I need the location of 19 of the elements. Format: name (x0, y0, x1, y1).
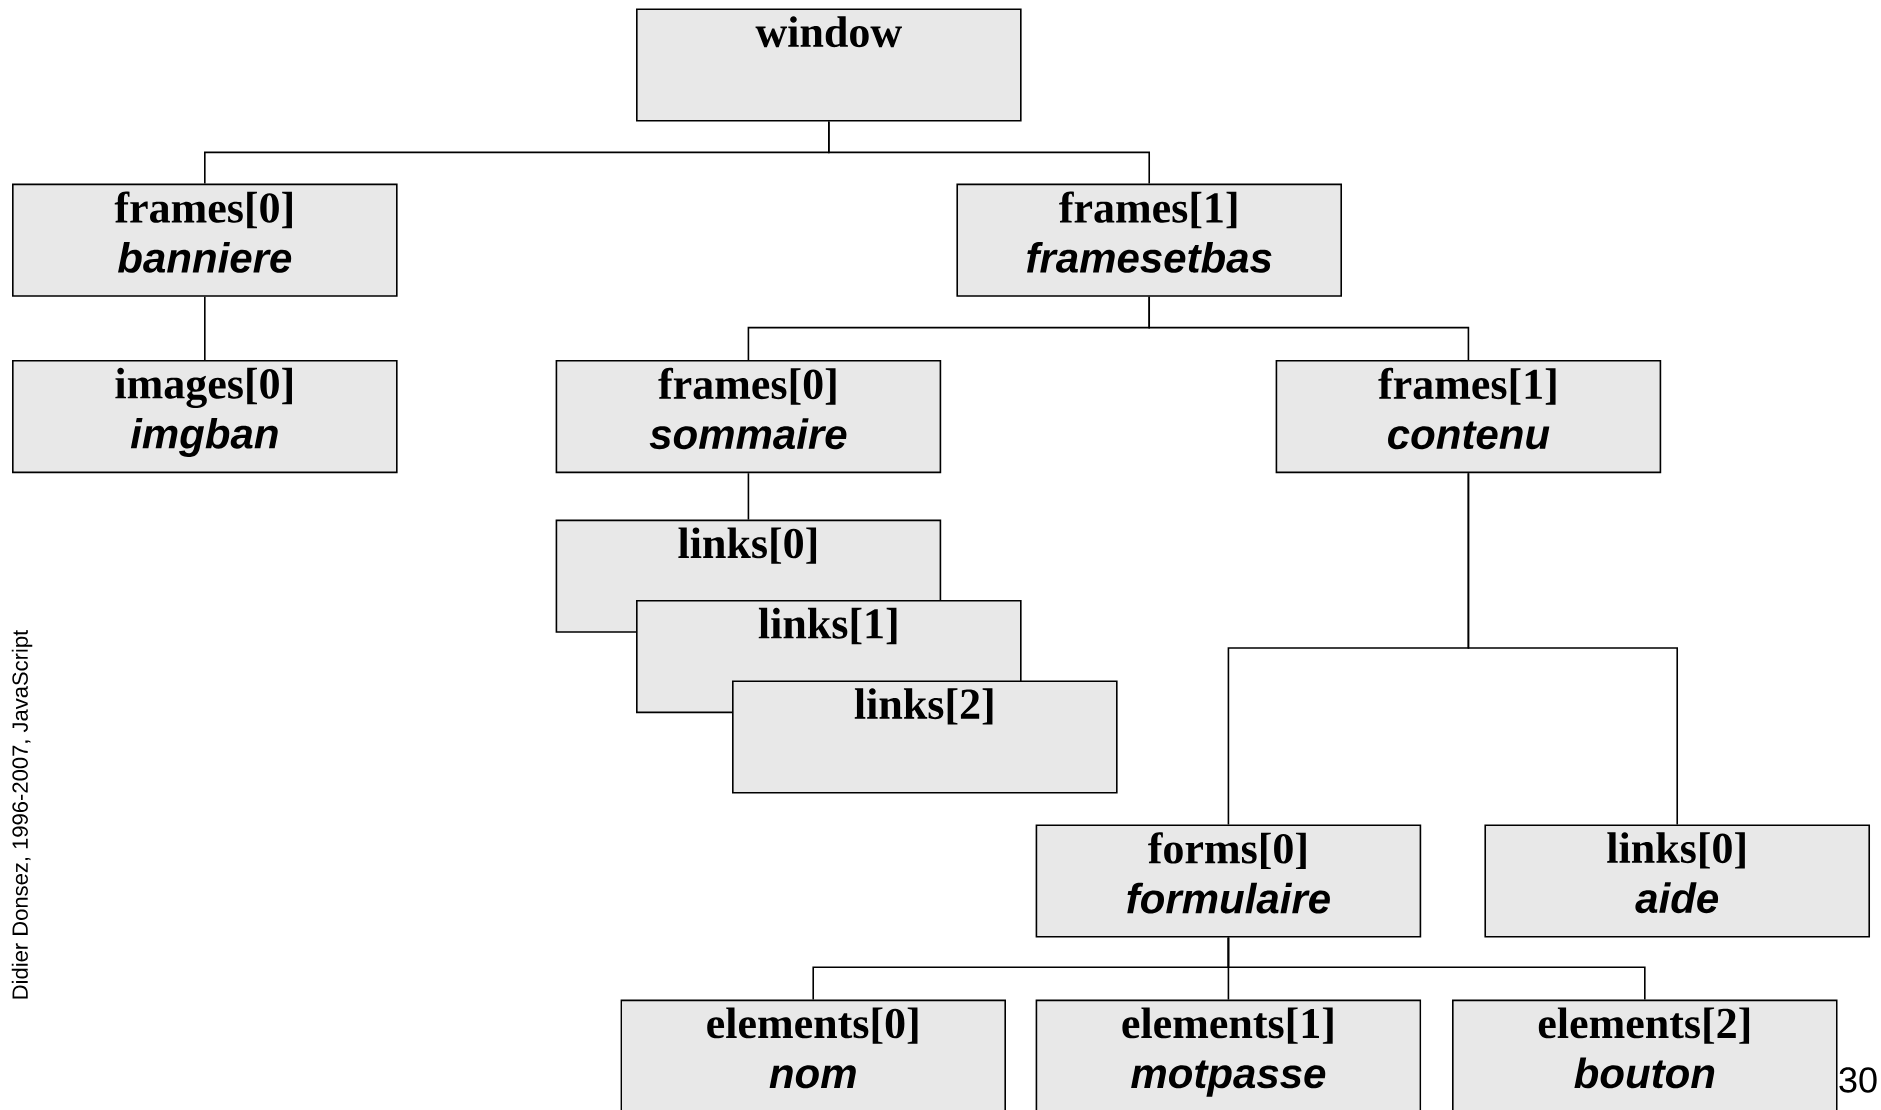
box: forms[0] formulaire (1035, 824, 1422, 938)
box: elements[2] bouton (1452, 999, 1838, 1110)
box: images[0] imgban (12, 360, 398, 474)
connector-line (1148, 296, 1470, 361)
box: frames[0] sommaire (555, 360, 942, 474)
box: elements[0] nom (620, 999, 1006, 1110)
connector-line (204, 296, 206, 361)
box: frames[0] banniere (12, 183, 398, 297)
box: frames[1] framesetbas (956, 183, 1342, 297)
connector-line (747, 472, 750, 521)
connector-line (1467, 472, 1678, 826)
box: window (636, 8, 1022, 122)
box: links[0] aide (1484, 824, 1870, 938)
box: elements[1] motpasse (1035, 999, 1422, 1110)
box: frames[1] contenu (1275, 360, 1662, 474)
box: links[2] (732, 680, 1118, 794)
credit-note: Didier Donsez, 1996-2007, JavaScript (11, 629, 33, 999)
connector-line (828, 120, 1150, 185)
connector-line (1227, 936, 1646, 1001)
